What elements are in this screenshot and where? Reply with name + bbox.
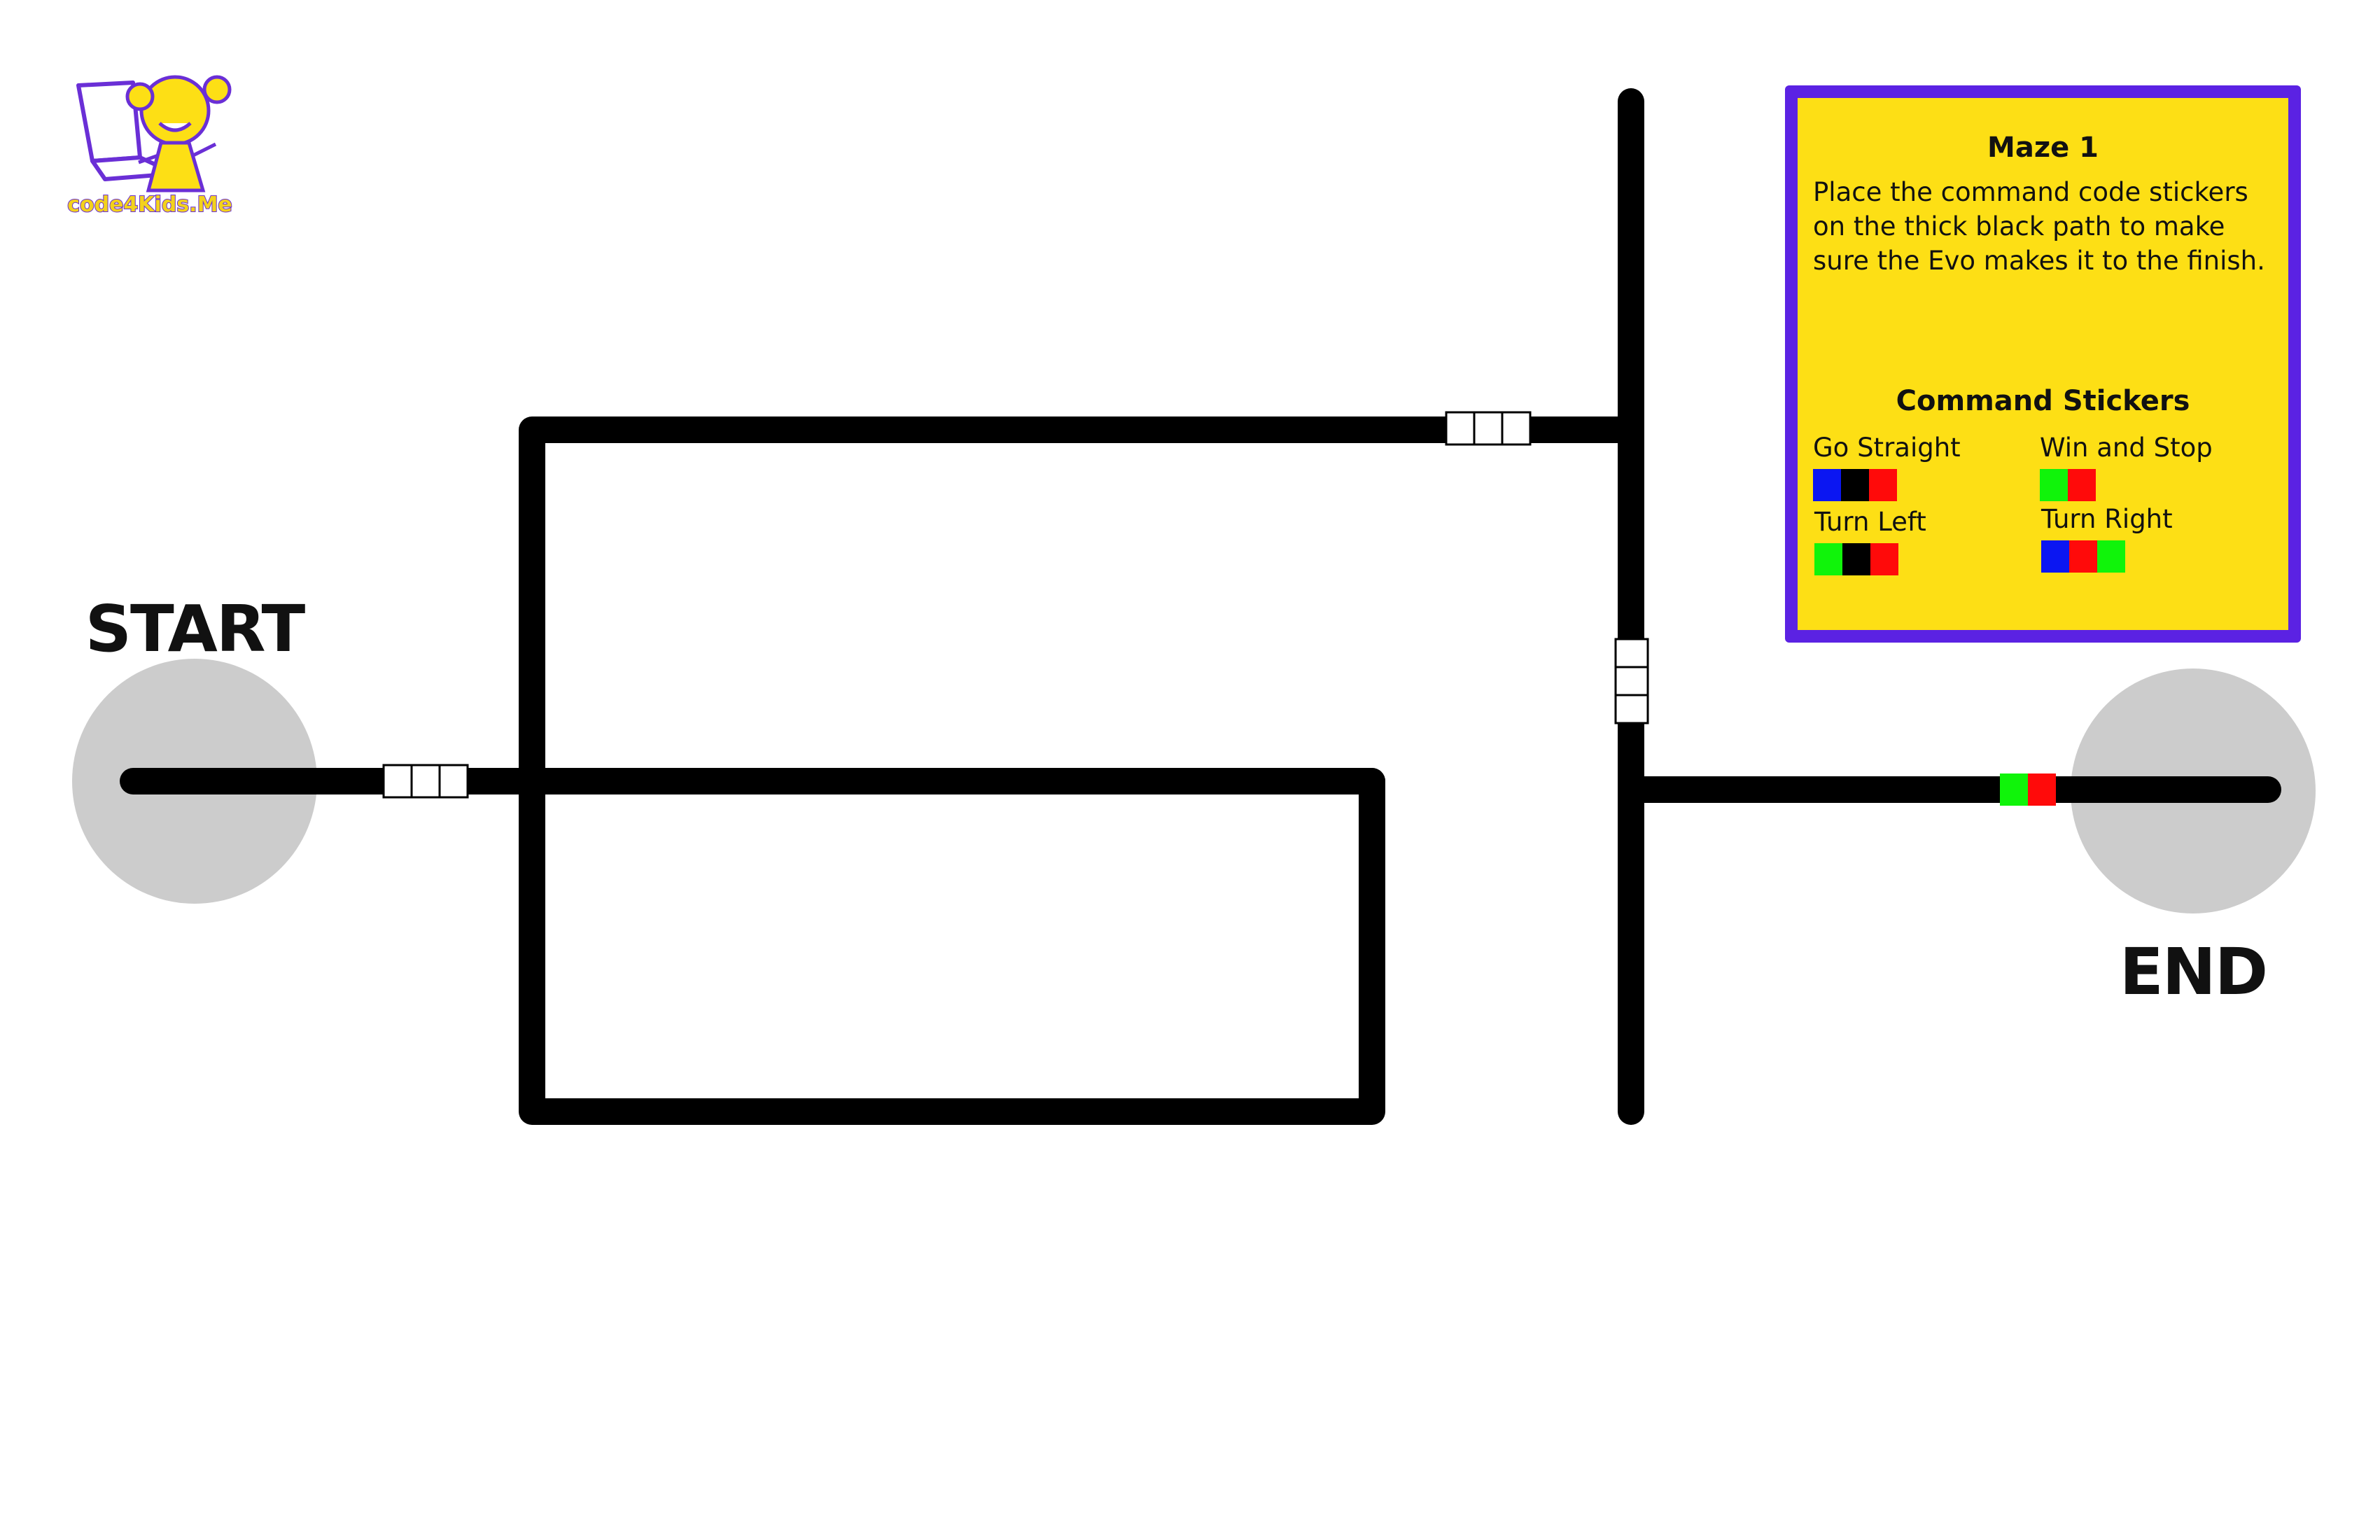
command-win-and-stop: Win and Stop bbox=[2040, 433, 2264, 501]
code4kids-logo: code4Kids.Me bbox=[66, 75, 233, 218]
card-title: Maze 1 bbox=[1987, 132, 2099, 164]
sticker-slot-top[interactable] bbox=[1445, 411, 1532, 446]
command-go-straight: Go Straight bbox=[1813, 433, 2037, 501]
sticker-color-block bbox=[1813, 469, 1841, 501]
win-and-stop-swatch bbox=[2040, 469, 2264, 501]
sticker-color-block bbox=[1841, 469, 1869, 501]
instructions-card: Maze 1 Place the command code stickers o… bbox=[1785, 85, 2301, 643]
laptop-icon bbox=[76, 80, 177, 181]
command-label: Turn Left bbox=[1814, 507, 1926, 537]
sticker-slot-vertical[interactable] bbox=[1614, 638, 1649, 724]
girl-mascot-icon bbox=[125, 75, 232, 192]
sticker-color-block bbox=[2069, 540, 2097, 573]
sticker-color-block bbox=[1870, 543, 1898, 575]
path-left-loop bbox=[519, 416, 1644, 1125]
sticker-color-block bbox=[1814, 543, 1842, 575]
command-turn-left: Turn Left bbox=[1814, 507, 2038, 575]
card-description: Place the command code stickers on the t… bbox=[1813, 177, 2265, 276]
go-straight-swatch bbox=[1813, 469, 2037, 501]
maze-path bbox=[120, 88, 2281, 1125]
sticker-color-block bbox=[1842, 543, 1870, 575]
command-label: Go Straight bbox=[1813, 433, 1961, 463]
command-label: Turn Right bbox=[2041, 504, 2173, 534]
turn-left-swatch bbox=[1814, 543, 2038, 575]
start-label: START bbox=[85, 592, 306, 666]
logo-text: code4Kids.Me bbox=[67, 192, 232, 217]
sticker-color-block bbox=[1869, 469, 1897, 501]
end-label: END bbox=[2120, 934, 2267, 1009]
sticker-color-block bbox=[2097, 540, 2125, 573]
command-stickers-title: Command Stickers bbox=[1896, 385, 2190, 417]
turn-right-swatch bbox=[2041, 540, 2265, 573]
placed-stop-sticker bbox=[2000, 774, 2056, 806]
command-label: Win and Stop bbox=[2040, 433, 2213, 463]
command-turn-right: Turn Right bbox=[2041, 504, 2265, 573]
sticker-slot-start[interactable] bbox=[382, 764, 469, 799]
sticker-color-block bbox=[2041, 540, 2069, 573]
sticker-color-block bbox=[2068, 469, 2096, 501]
sticker-color-block bbox=[2040, 469, 2068, 501]
